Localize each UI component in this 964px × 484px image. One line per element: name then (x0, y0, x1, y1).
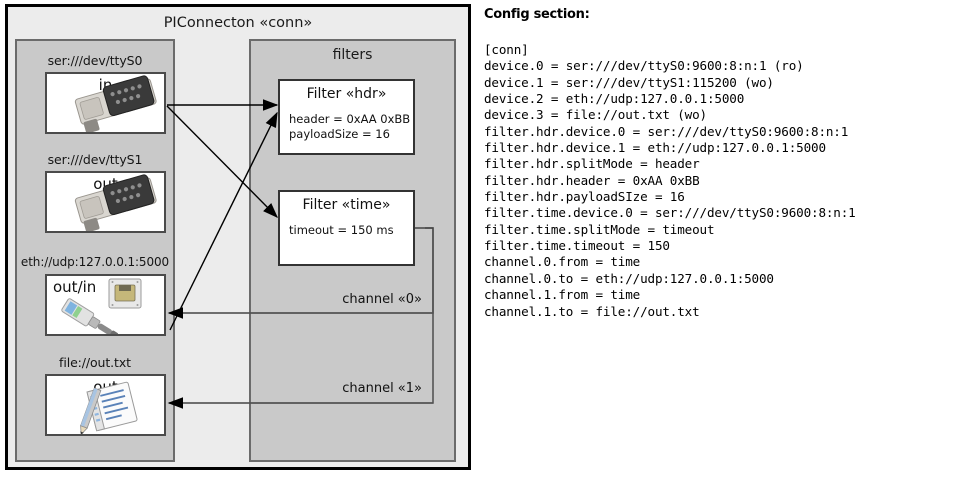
filter-attr: payloadSize = 16 (289, 127, 390, 141)
device-label-1: ser:///dev/ttyS1 (47, 152, 143, 167)
device-direction-2: out/in (53, 278, 97, 296)
device-label-3: file://out.txt (59, 355, 131, 370)
config-heading: Config section: (484, 7, 590, 22)
filter-attr: header = 0xAA 0xBB (289, 112, 411, 126)
config-line: filter.time.splitMode = timeout (484, 221, 715, 237)
channel-label-1: channel «1» (342, 381, 422, 396)
device-box-3[interactable]: out (45, 374, 166, 436)
device-label-2: eth://udp:127.0.0.1:5000 (20, 255, 170, 269)
config-line: device.2 = eth://udp:127.0.0.1:5000 (484, 91, 745, 107)
filter-box-hdr[interactable]: Filter «hdr» header = 0xAA 0xBB payloadS… (278, 79, 415, 155)
config-line: filter.hdr.payloadSIze = 16 (484, 189, 685, 205)
device-box-0[interactable]: in (45, 72, 166, 134)
config-section: Config section: [conn]device.0 = ser:///… (484, 0, 964, 484)
filter-title-hdr: Filter «hdr» (306, 86, 387, 102)
channel-label-0: channel «0» (342, 292, 422, 307)
config-line: filter.time.timeout = 150 (484, 238, 670, 254)
config-line: filter.hdr.device.0 = ser:///dev/ttyS0:9… (484, 123, 849, 139)
serial-port-icon (74, 174, 157, 231)
text-file-pencil-icon (80, 381, 138, 434)
config-line: filter.hdr.header = 0xAA 0xBB (484, 172, 700, 188)
outer-frame-title: PIConnecton «conn» (163, 15, 313, 31)
device-label-0: ser:///dev/ttyS0 (47, 53, 143, 68)
filter-title-time: Filter «time» (302, 197, 391, 213)
config-line: channel.1.from = time (484, 287, 641, 303)
ethernet-jack-icon (61, 278, 142, 334)
config-line: [conn] (484, 42, 529, 57)
serial-port-icon (74, 75, 157, 132)
connector-diagram: PIConnecton «conn» ser:///dev/ttyS0 in (0, 0, 478, 484)
config-line: channel.0.to = eth://udp:127.0.0.1:5000 (484, 270, 774, 286)
config-line: channel.0.from = time (484, 254, 641, 270)
config-line: device.3 = file://out.txt (wo) (484, 107, 707, 123)
config-line: device.1 = ser:///dev/ttyS1:115200 (wo) (484, 74, 774, 90)
filter-attrs-hdr: header = 0xAA 0xBB payloadSize = 16 (289, 112, 410, 142)
config-line: filter.time.device.0 = ser:///dev/ttyS0:… (484, 205, 856, 221)
filters-panel-title: filters (332, 47, 373, 63)
filter-attr: timeout = 150 ms (289, 223, 394, 237)
device-box-1[interactable]: out (45, 171, 166, 233)
config-line: filter.hdr.splitMode = header (484, 156, 700, 172)
config-text: [conn]device.0 = ser:///dev/ttyS0:9600:8… (484, 42, 856, 320)
config-line: filter.hdr.device.1 = eth://udp:127.0.0.… (484, 140, 826, 156)
config-line: channel.1.to = file://out.txt (484, 303, 700, 319)
filter-box-time[interactable]: Filter «time» timeout = 150 ms (278, 190, 415, 266)
filter-attrs-time: timeout = 150 ms (289, 223, 394, 238)
config-line: device.0 = ser:///dev/ttyS0:9600:8:n:1 (… (484, 58, 804, 74)
device-box-2[interactable]: out/in (45, 274, 166, 336)
